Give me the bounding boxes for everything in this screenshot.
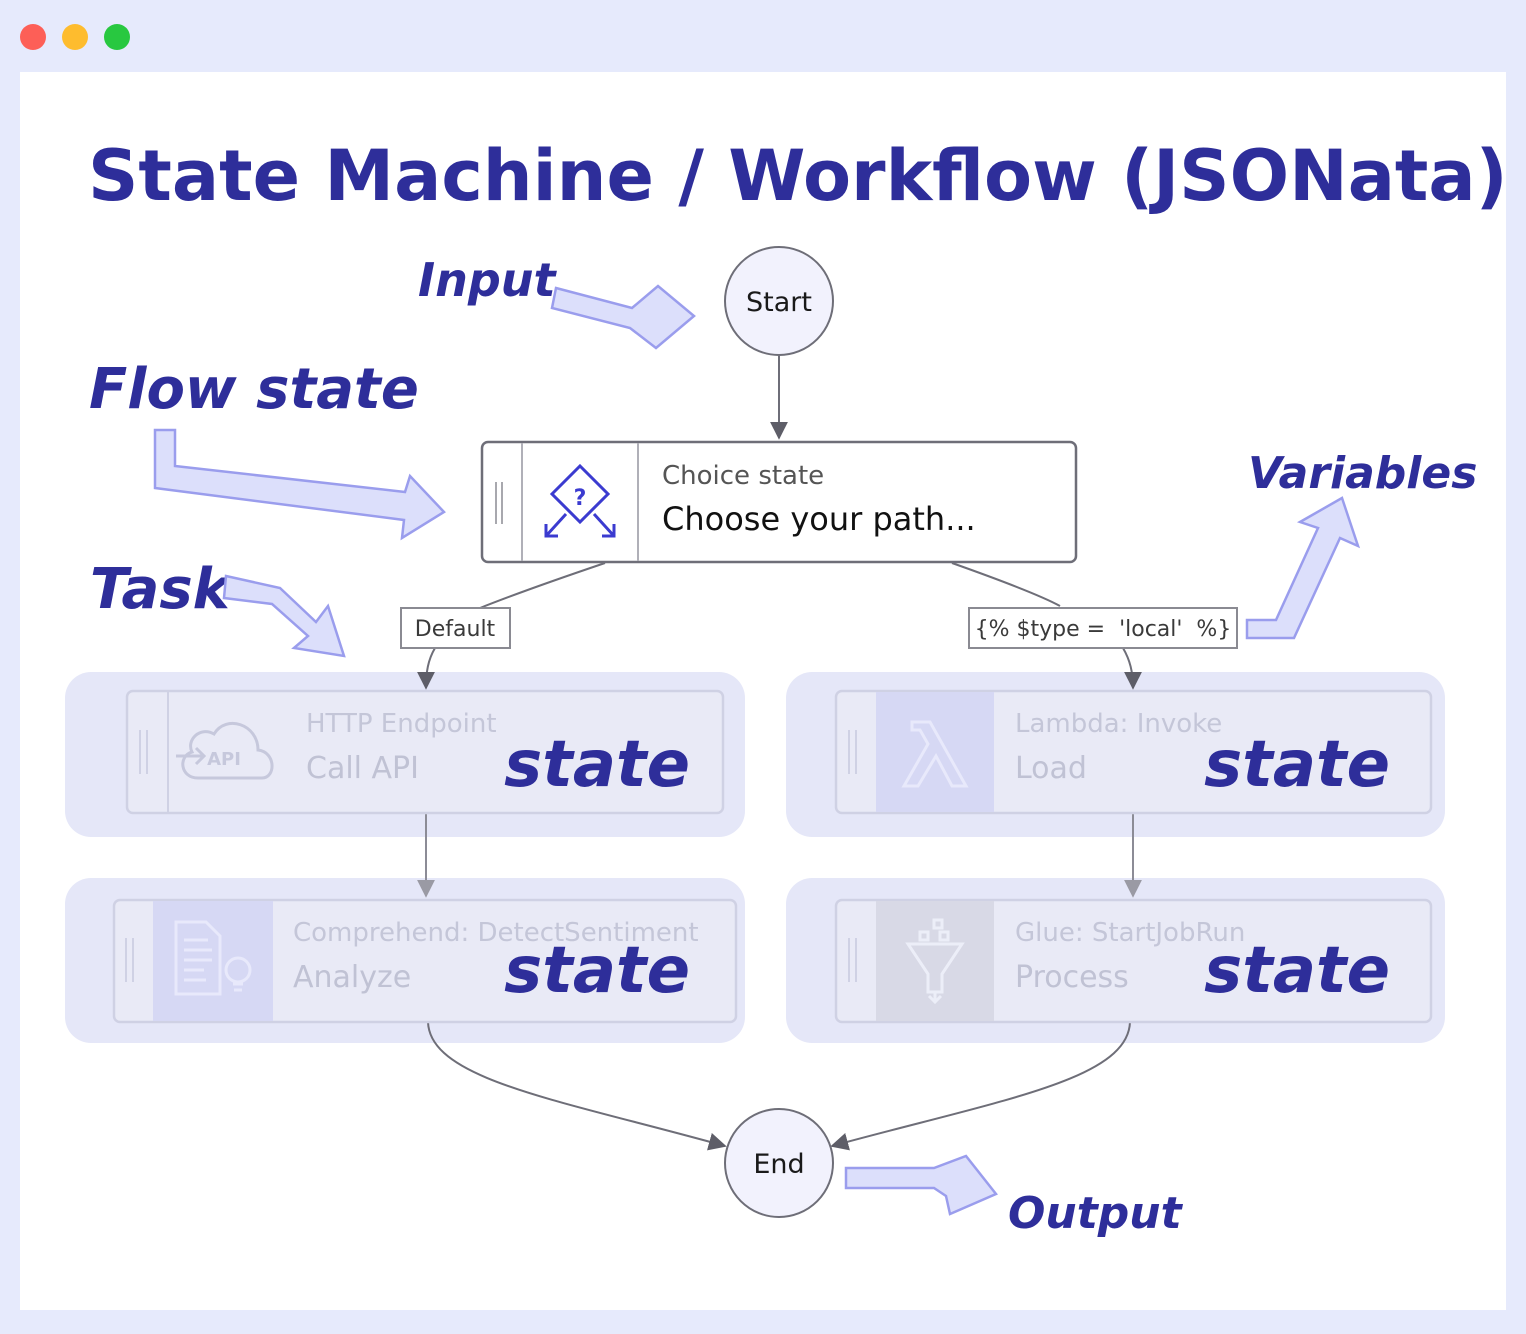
task-pointer-arrow	[222, 574, 346, 658]
api-cloud-icon: API	[176, 722, 274, 780]
choice-diamond-icon: ?	[544, 463, 616, 538]
edge-process-to-end	[830, 1021, 1131, 1151]
edge-analyze-to-end	[427, 1021, 727, 1151]
funnel-icon	[905, 918, 965, 1005]
choice-state-type: Choice state	[662, 461, 824, 491]
task-state-type: Comprehend: DetectSentiment	[293, 918, 699, 948]
state-annotation-word: state	[504, 934, 690, 1008]
annotation-output: Output	[1008, 1188, 1184, 1239]
edge-label-condition-text: {% $type = 'local' %}	[975, 617, 1232, 642]
task-state-type: Glue: StartJobRun	[1015, 918, 1245, 948]
choice-state-name: Choose your path...	[662, 500, 976, 538]
task-state-type: HTTP Endpoint	[306, 709, 497, 739]
edge-choice-to-condition-label	[951, 562, 1061, 607]
output-pointer-arrow	[844, 1154, 998, 1216]
annotation-variables: Variables	[1248, 448, 1477, 499]
task-state-name: Load	[1015, 751, 1087, 786]
edge-condition-to-load	[1122, 647, 1142, 690]
svg-text:API: API	[207, 749, 241, 770]
start-label: Start	[746, 287, 812, 318]
start-node[interactable]	[724, 246, 834, 356]
svg-text:?: ?	[574, 486, 587, 511]
edge-default-to-call-api	[417, 647, 436, 690]
task-state-process[interactable]: Glue: StartJobRun Process state	[834, 898, 1433, 1024]
state-annotation-word: state	[1204, 728, 1390, 802]
document-lightbulb-icon	[174, 920, 252, 996]
edge-choice-to-default-label	[479, 562, 606, 609]
annotation-input: Input	[418, 253, 558, 307]
end-label: End	[753, 1149, 804, 1180]
input-pointer-arrow	[550, 284, 696, 350]
task-state-name: Process	[1015, 960, 1129, 995]
variables-pointer-arrow	[1245, 496, 1361, 640]
annotation-flow-state: Flow state	[89, 357, 419, 422]
task-state-analyze[interactable]: Comprehend: DetectSentiment Analyze stat…	[112, 898, 738, 1024]
close-window-button[interactable]	[20, 24, 46, 50]
task-state-type: Lambda: Invoke	[1015, 709, 1222, 739]
task-state-call-api[interactable]: API HTTP Endpoint Call API state	[125, 689, 725, 815]
annotation-task: Task	[90, 557, 234, 622]
task-state-name: Analyze	[293, 960, 411, 995]
lambda-icon	[901, 720, 969, 788]
edge-label-default-text: Default	[415, 617, 496, 642]
task-state-name: Call API	[306, 751, 419, 786]
diagram-title: State Machine / Workflow (JSONata)	[88, 135, 1508, 217]
maximize-window-button[interactable]	[104, 24, 130, 50]
state-annotation-word: state	[1204, 934, 1390, 1008]
minimize-window-button[interactable]	[62, 24, 88, 50]
edge-label-default: Default	[400, 607, 511, 649]
edge-label-condition: {% $type = 'local' %}	[968, 607, 1238, 649]
end-node[interactable]	[724, 1108, 834, 1218]
task-state-load[interactable]: Lambda: Invoke Load state	[834, 689, 1433, 815]
choice-state-card[interactable]: ? Choice state Choose your path...	[480, 440, 1078, 564]
drag-handle-icon[interactable]	[495, 482, 503, 524]
state-annotation-word: state	[504, 728, 690, 802]
flow-state-pointer-arrow	[153, 428, 446, 541]
